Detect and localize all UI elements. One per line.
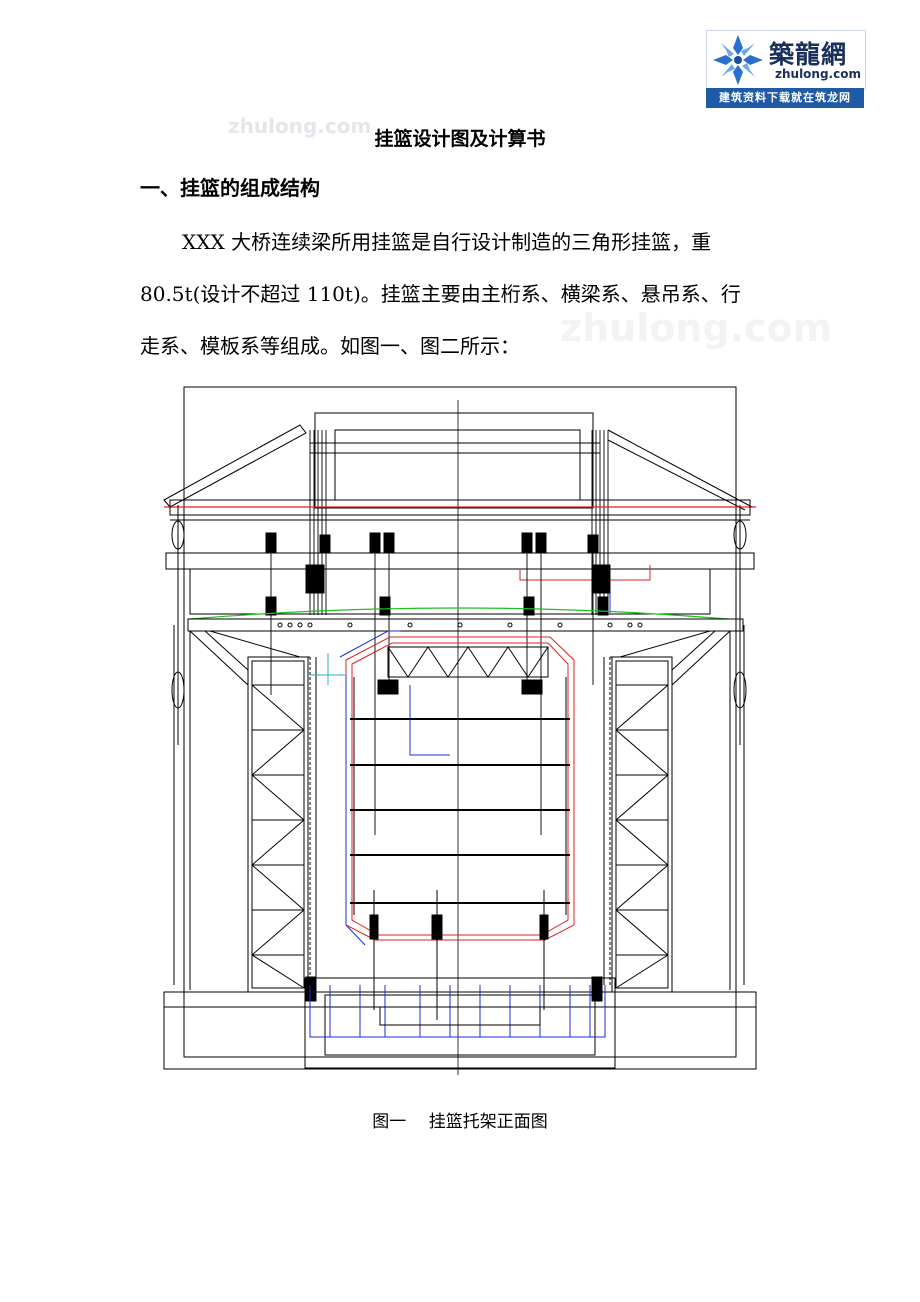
- zhulong-logo: 築龍網 zhulong.com 建筑资料下载就在筑龙网: [706, 30, 866, 108]
- paragraph-line-2: 80.5t(设计不超过 110t)。挂篮主要由主桁系、横梁系、悬吊系、行: [140, 282, 741, 306]
- body-paragraph: XXX 大桥连续梁所用挂篮是自行设计制造的三角形挂篮，重 80.5t(设计不超过…: [140, 216, 790, 372]
- logo-url: zhulong.com: [775, 67, 861, 81]
- figure-caption: 图一 挂篮托架正面图: [372, 1112, 548, 1132]
- bracket-front-view-drawing: [163, 386, 757, 1075]
- section-heading: 一、挂篮的组成结构: [140, 176, 320, 200]
- paragraph-line-3: 走系、模板系等组成。如图一、图二所示：: [140, 334, 520, 358]
- paragraph-line-1: XXX 大桥连续梁所用挂篮是自行设计制造的三角形挂篮，重: [182, 230, 712, 254]
- logo-name: 築龍網: [769, 40, 848, 69]
- snowflake-icon: [713, 35, 763, 85]
- logo-banner: 築龍網 zhulong.com: [706, 30, 866, 90]
- document-title: 挂篮设计图及计算书: [374, 128, 546, 150]
- logo-tagline: 建筑资料下载就在筑龙网: [706, 88, 864, 108]
- watermark-text: zhulong.com: [228, 114, 372, 138]
- faint-watermark: zhulong.com: [560, 306, 833, 350]
